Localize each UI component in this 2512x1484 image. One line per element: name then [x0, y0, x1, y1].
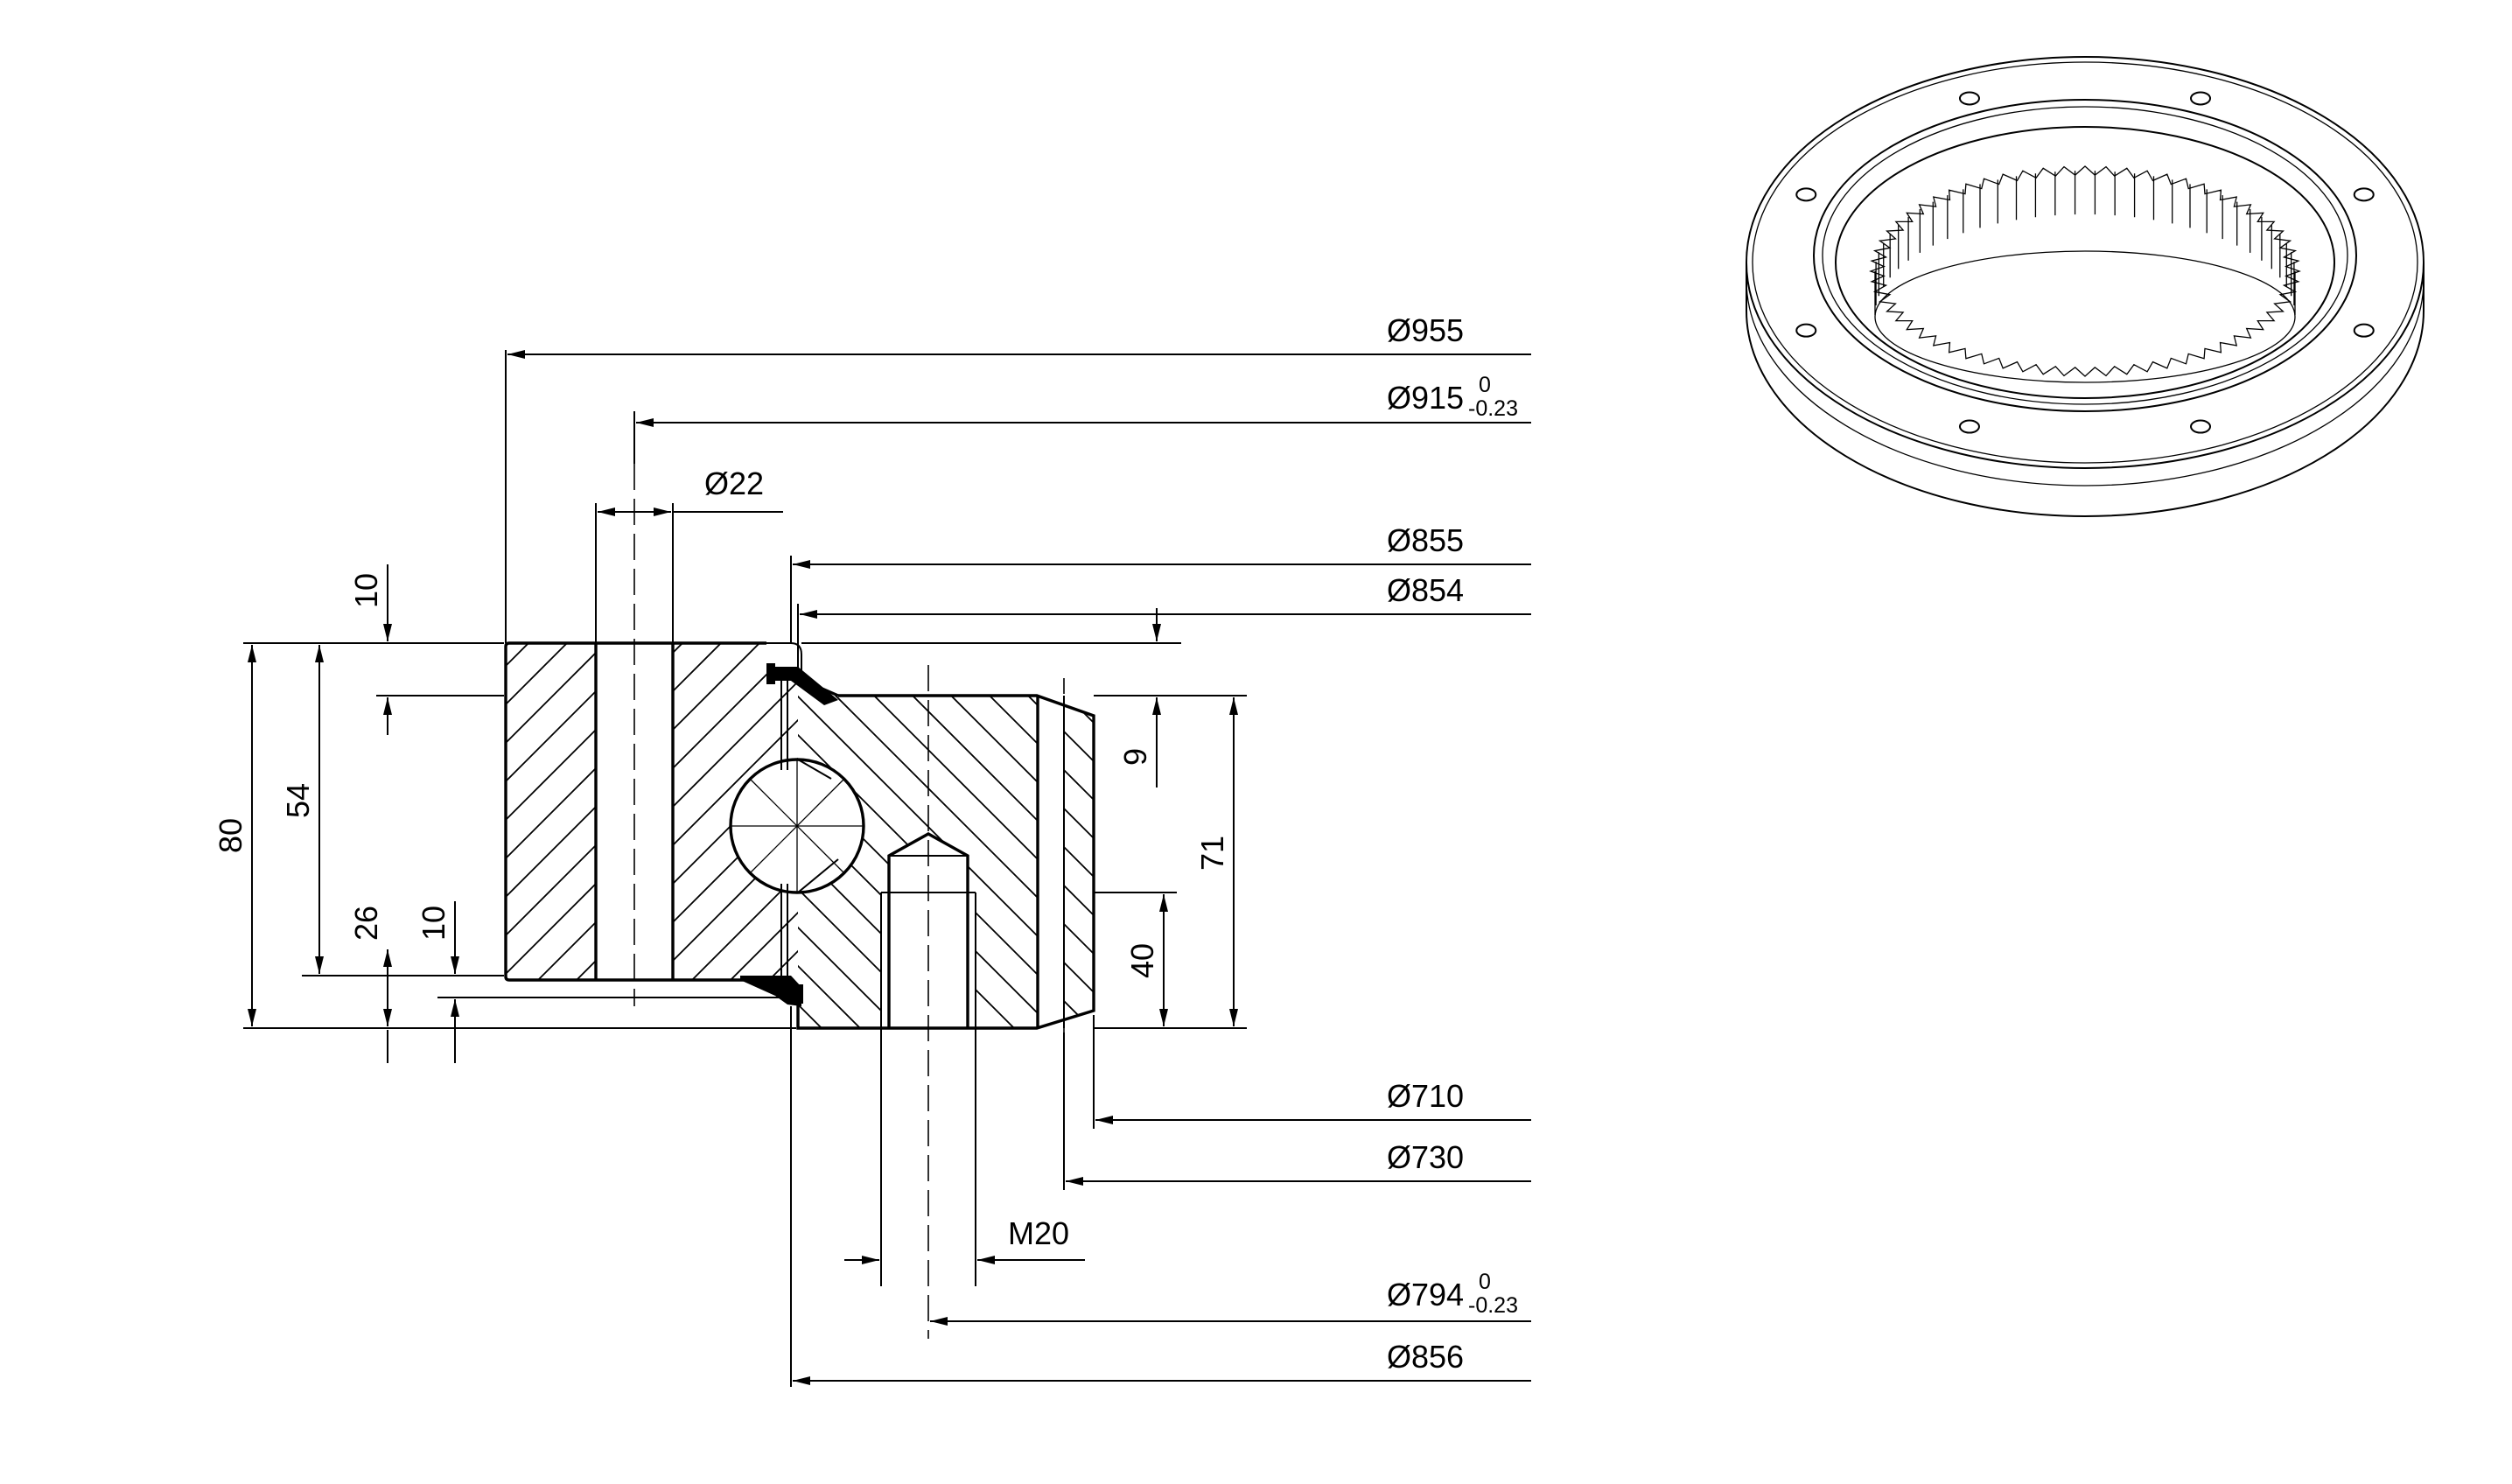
label-dia-915: Ø915: [1387, 380, 1464, 416]
label-height-26: 26: [348, 906, 384, 941]
label-dia-794-tol-lower: -0.23: [1468, 1293, 1518, 1318]
label-dia-915-tol-lower: -0.23: [1468, 396, 1518, 421]
label-dia-856: Ø856: [1387, 1339, 1464, 1375]
label-dia-22: Ø22: [704, 466, 764, 501]
label-height-10-top: 10: [348, 573, 384, 608]
label-height-9: 9: [1117, 748, 1153, 766]
label-dia-855: Ø855: [1387, 522, 1464, 558]
dimension-labels: Ø955 Ø915 0 -0.23 Ø22 Ø855 Ø854 Ø710 Ø73…: [213, 312, 1518, 1375]
label-height-71: 71: [1194, 836, 1230, 871]
ring-step: [1813, 99, 2357, 412]
label-height-40: 40: [1124, 943, 1160, 978]
label-dia-955: Ø955: [1387, 312, 1464, 348]
gear-teeth: [1869, 165, 2301, 383]
label-dia-710: Ø710: [1387, 1078, 1464, 1114]
section-view: [504, 464, 1095, 1339]
dimension-lines: [243, 350, 1531, 1387]
label-height-80: 80: [213, 818, 248, 853]
mounting-holes: [1795, 91, 2375, 434]
label-dia-854: Ø854: [1387, 572, 1464, 608]
label-dia-730: Ø730: [1387, 1139, 1464, 1175]
outer-flange: [1746, 56, 2425, 469]
isometric-view: [1746, 56, 2425, 517]
label-dia-794: Ø794: [1387, 1277, 1464, 1312]
inner-ring: [1835, 126, 2335, 399]
label-dia-794-tol-upper: 0: [1479, 1270, 1491, 1294]
label-thread-m20: M20: [1008, 1215, 1069, 1251]
seal-top: [766, 663, 838, 705]
outer-ring-outline: [504, 641, 802, 982]
ball-element: [729, 758, 865, 894]
label-dia-915-tol-upper: 0: [1479, 373, 1491, 397]
label-height-54: 54: [280, 783, 316, 818]
gear-tooth-zone: [1038, 693, 1064, 1031]
label-height-10-bottom: 10: [416, 906, 451, 941]
seal-bottom: [740, 976, 803, 1006]
